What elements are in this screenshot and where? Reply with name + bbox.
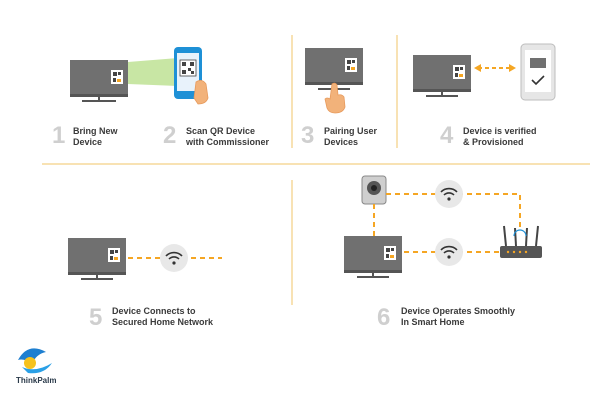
step-number-5: 5	[89, 304, 103, 331]
wifi-icon	[435, 180, 463, 208]
qr-code-icon	[179, 59, 197, 77]
step-label-2: Scan QR Device with Commissioner	[186, 126, 270, 147]
hand-pointer-icon	[324, 82, 346, 114]
step-label-3: Pairing User Devices	[324, 126, 378, 147]
monitor-icon	[413, 55, 471, 97]
verify-arrow	[474, 64, 516, 72]
wifi-icon	[435, 238, 463, 266]
step-label-1: Bring New Device	[73, 126, 118, 147]
step-number-4: 4	[440, 122, 454, 149]
camera-icon	[361, 175, 387, 205]
thinkpalm-logo-icon	[18, 348, 52, 374]
scan-beam	[128, 58, 178, 86]
monitor-icon	[70, 60, 128, 102]
brand-name: ThinkPalm	[16, 376, 57, 385]
tablet-check-icon	[520, 43, 556, 101]
router-icon	[500, 225, 542, 258]
step-label-6: Device Operates Smoothly In Smart Home	[401, 306, 516, 327]
smartphone-icon	[174, 47, 202, 99]
step-label-4: Device is verified & Provisioned	[463, 126, 537, 147]
wifi-icon	[160, 244, 188, 272]
step-number-3: 3	[301, 122, 315, 149]
monitor-icon	[68, 238, 126, 280]
section-dividers	[42, 35, 590, 305]
step-number-2: 2	[163, 122, 177, 149]
step-number-1: 1	[52, 122, 66, 149]
step-label-5: Device Connects to Secured Home Network	[112, 306, 214, 327]
step-number-6: 6	[377, 304, 391, 331]
monitor-icon	[344, 236, 402, 278]
hand-pointer-icon	[193, 80, 209, 105]
